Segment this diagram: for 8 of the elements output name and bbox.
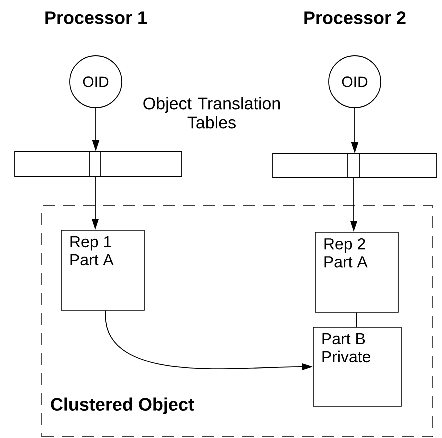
part-box: Part B Private [313,327,402,407]
caption-text: Object Translation Tables [144,97,280,129]
translation-table-bar [272,154,438,178]
heading: Processor 1 [46,12,148,24]
part-box: Rep 2 Part A [315,232,399,313]
heading: Processor 2 [304,12,406,24]
translation-table-bar [14,152,182,178]
part-box: Rep 1 Part A [61,230,145,311]
